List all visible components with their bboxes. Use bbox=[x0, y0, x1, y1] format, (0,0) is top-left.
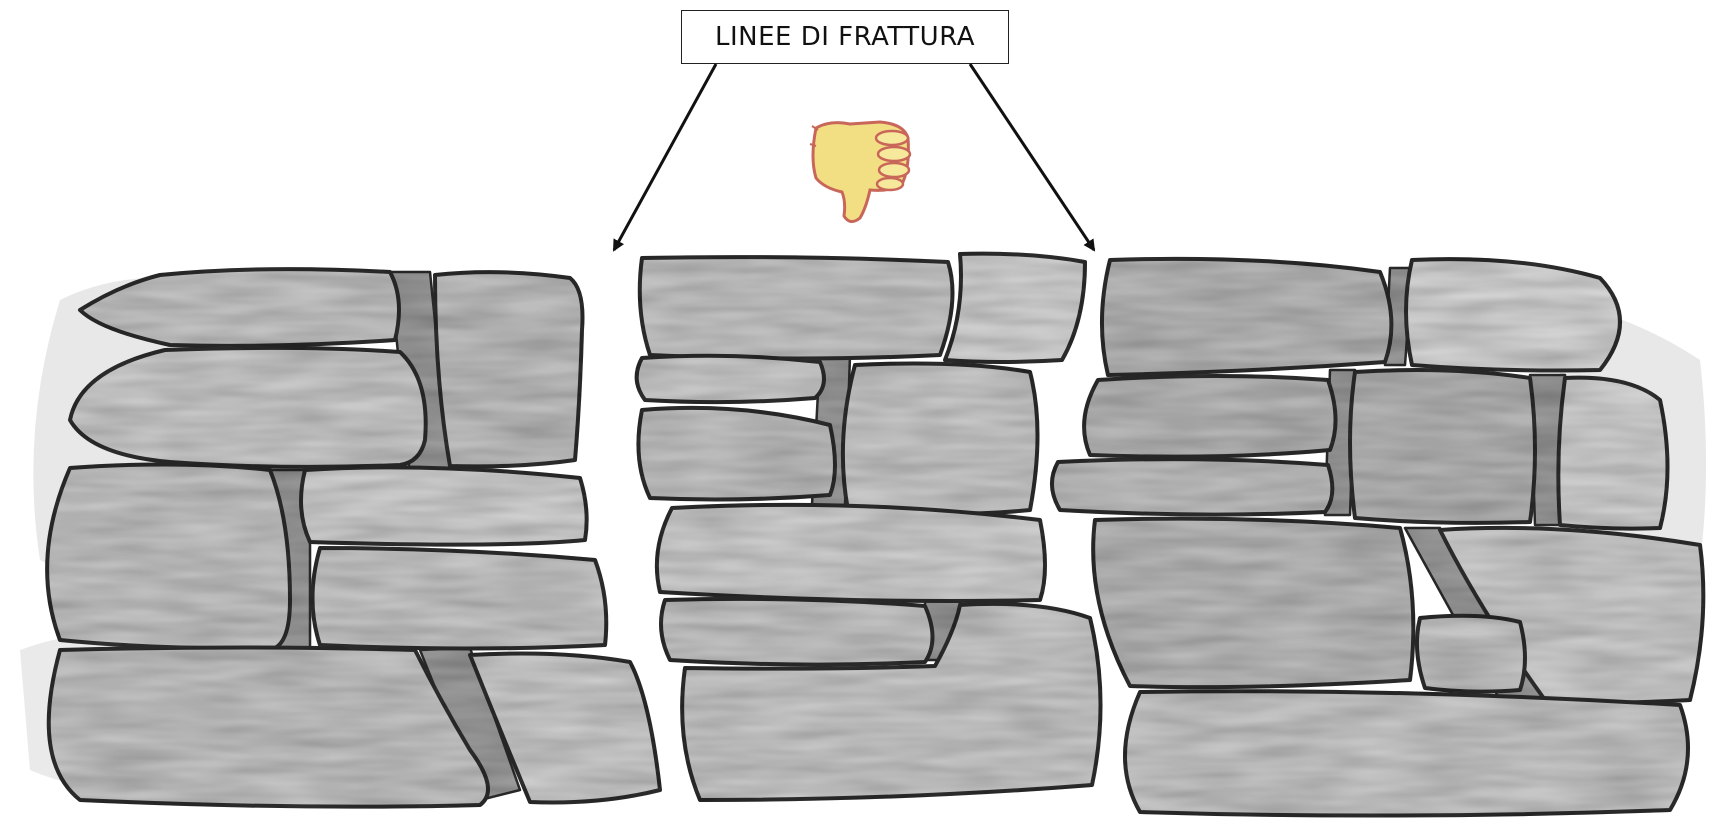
stone bbox=[1052, 459, 1332, 514]
arrow-right bbox=[970, 64, 1094, 250]
wall-section-center bbox=[637, 254, 1101, 800]
stone bbox=[1350, 370, 1535, 523]
thumbs-down-icon bbox=[810, 122, 910, 222]
stone bbox=[1406, 259, 1620, 370]
stone bbox=[1102, 259, 1391, 375]
stone bbox=[637, 356, 824, 402]
stone bbox=[657, 505, 1045, 601]
wall-section-right bbox=[1052, 259, 1703, 816]
stone bbox=[1125, 691, 1688, 815]
stone bbox=[1417, 616, 1525, 692]
stone bbox=[1084, 376, 1335, 457]
arrow-left bbox=[614, 64, 716, 250]
stone bbox=[313, 548, 607, 649]
fracture-lines-label: LINEE DI FRATTURA bbox=[681, 10, 1009, 64]
stone bbox=[435, 272, 583, 466]
stone bbox=[945, 254, 1085, 362]
stone bbox=[49, 648, 488, 807]
stone bbox=[1093, 519, 1413, 688]
stone bbox=[70, 348, 426, 467]
stone bbox=[843, 364, 1038, 514]
stone bbox=[301, 467, 587, 544]
stone bbox=[1558, 378, 1667, 529]
stone bbox=[661, 599, 933, 665]
fracture-lines-label-text: LINEE DI FRATTURA bbox=[715, 22, 975, 52]
stone bbox=[640, 257, 953, 358]
stone bbox=[638, 408, 835, 500]
stone bbox=[47, 464, 290, 648]
